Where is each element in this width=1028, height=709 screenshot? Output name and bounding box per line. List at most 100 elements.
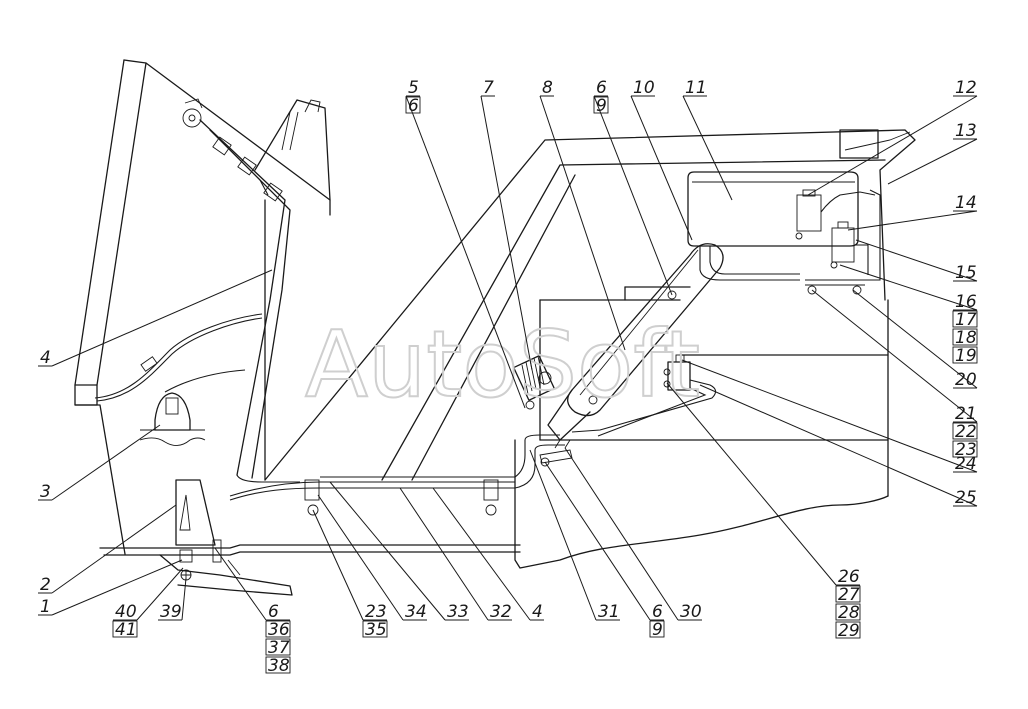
callout-leader <box>432 487 531 621</box>
callout-box <box>835 603 861 621</box>
callout-number: 11 <box>685 78 707 98</box>
callout-c34: 34 <box>317 494 427 622</box>
callout-number: 35 <box>365 620 387 640</box>
callout-leader <box>682 95 733 201</box>
callout-leader <box>839 264 978 311</box>
callout-leader <box>51 504 177 594</box>
callout-c12: 12 <box>807 78 978 196</box>
callout-leader <box>564 447 679 621</box>
callout-number: 32 <box>490 602 512 622</box>
long-pipes <box>229 434 565 516</box>
callout-box <box>952 328 978 346</box>
callout-leader <box>51 269 273 367</box>
callout-leader <box>181 577 187 621</box>
callout-number: 36 <box>268 620 290 640</box>
callout-leader <box>887 138 978 185</box>
callout-leader <box>312 509 364 621</box>
callout-number: 16 <box>955 292 977 312</box>
callout-c15: 15 <box>855 239 978 283</box>
callout-leader <box>51 559 183 616</box>
callout-number: 5 <box>408 78 419 98</box>
callout-number: 39 <box>160 602 182 622</box>
callout-box <box>952 440 978 458</box>
callout-number: 4 <box>40 348 51 368</box>
callout-box <box>265 656 291 674</box>
callout-leader <box>852 289 978 389</box>
callout-number: 31 <box>598 602 620 622</box>
callout-number: 1 <box>40 597 51 617</box>
callout-number: 28 <box>838 603 860 623</box>
callout-number: 33 <box>447 602 469 622</box>
callout-number: 38 <box>268 656 290 676</box>
callout-leader <box>529 449 597 621</box>
callout-number: 41 <box>115 620 137 640</box>
sensor-3 <box>139 392 206 446</box>
callout-number: 40 <box>115 602 137 622</box>
callout-leader <box>317 494 404 621</box>
callout-c6b: 69 <box>544 461 665 640</box>
body-panel <box>264 129 916 481</box>
callout-number: 34 <box>405 602 427 622</box>
callout-c7: 7 <box>480 78 533 371</box>
callout-c4b: 4 <box>432 487 544 622</box>
left-bracket <box>159 479 293 596</box>
callout-number: 12 <box>955 78 977 98</box>
callout-c31: 31 <box>529 449 620 622</box>
callout-number: 18 <box>955 328 977 348</box>
callout-leader <box>699 384 978 507</box>
callout-number: 19 <box>955 346 977 366</box>
callout-number: 6 <box>408 96 419 116</box>
callout-number: 4 <box>532 602 543 622</box>
callout-leader <box>136 567 184 621</box>
callout-c3: 3 <box>38 424 161 502</box>
callout-number: 17 <box>955 310 977 330</box>
callout-leader <box>399 487 489 621</box>
callout-c32: 32 <box>399 487 512 622</box>
callout-box <box>835 621 861 639</box>
callout-c1: 1 <box>38 559 183 617</box>
callout-number: 23 <box>365 602 387 622</box>
callout-box <box>265 620 291 638</box>
callout-number: 27 <box>838 585 860 605</box>
callout-leader <box>544 461 651 621</box>
callout-number: 3 <box>40 482 51 502</box>
callout-leader <box>329 481 446 621</box>
callout-c13: 13 <box>887 121 978 185</box>
callout-c30: 30 <box>564 447 702 622</box>
callout-leader <box>666 382 837 586</box>
callout-number: 26 <box>838 567 860 587</box>
callout-leader <box>405 95 526 409</box>
callout-box <box>112 620 138 638</box>
callout-c5: 56 <box>405 78 526 409</box>
callout-number: 6 <box>596 78 607 98</box>
callout-number: 8 <box>542 78 553 98</box>
callout-leader <box>539 95 626 351</box>
callout-number: 2 <box>40 575 51 595</box>
callout-number: 6 <box>652 602 663 622</box>
callout-number: 29 <box>838 621 860 641</box>
callout-c4a: 4 <box>38 269 273 368</box>
callout-c14: 14 <box>847 193 978 231</box>
callout-box <box>952 310 978 328</box>
callout-leader <box>855 239 978 282</box>
callout-c25: 25 <box>699 384 978 508</box>
callout-box <box>649 620 665 638</box>
callout-number: 22 <box>955 422 977 442</box>
callout-c8: 8 <box>539 78 626 351</box>
callout-c6t: 69 <box>593 78 673 296</box>
reservoir-11 <box>687 171 881 281</box>
boom-arm <box>547 243 724 441</box>
watermark: AutoSoft <box>305 311 700 418</box>
callout-leader <box>630 95 693 241</box>
callout-number: 37 <box>268 638 290 658</box>
callout-number: 6 <box>268 602 279 622</box>
callout-box <box>952 422 978 440</box>
callout-number: 7 <box>483 78 494 98</box>
